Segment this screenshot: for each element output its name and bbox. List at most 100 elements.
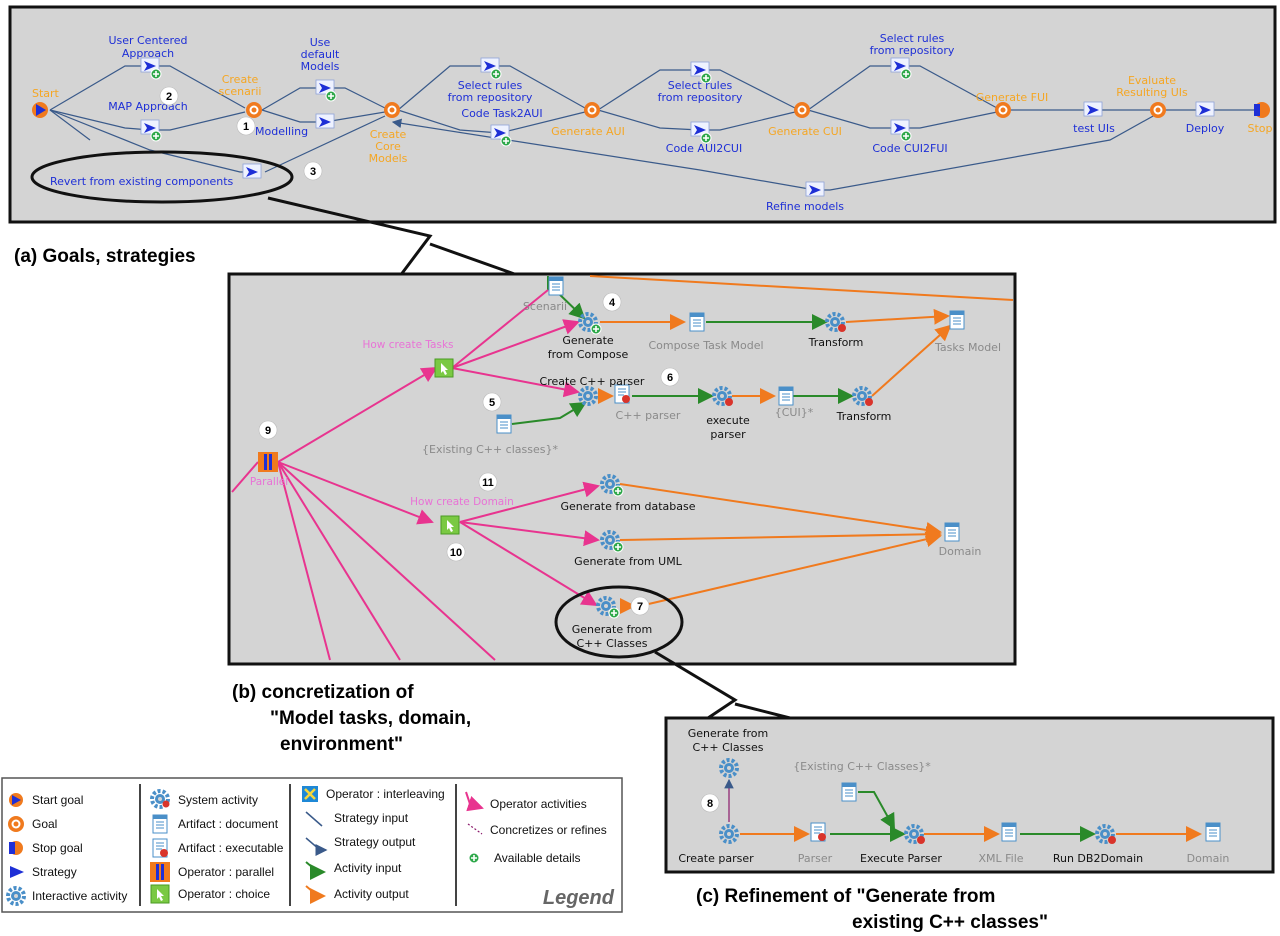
label-create-scenarii-1: Create (222, 73, 259, 86)
document-legend-icon (152, 814, 168, 834)
number-8: 8 (707, 798, 713, 810)
activity-input-links (830, 791, 1096, 842)
caption-c-1: (c) Refinement of "Generate from (696, 886, 995, 907)
number-6: 6 (667, 372, 673, 384)
legend-activity-input: Activity input (334, 861, 402, 875)
label-cui-star: {CUI}* (775, 406, 814, 419)
stop-goal-icon (1254, 102, 1270, 118)
parser-executable-icon (810, 822, 827, 842)
number-3: 3 (310, 166, 316, 178)
legend-operator-parallel: Operator : parallel (178, 865, 274, 879)
label-use-default-3: Models (301, 60, 340, 73)
goal-generate-cui-icon (794, 102, 810, 118)
callout-b-left (654, 650, 738, 720)
label-select-rules-2a: Select rules (668, 79, 733, 92)
panel-b: Scenarii How create Tasks Generate from … (227, 272, 1017, 666)
executable-legend-icon (152, 838, 169, 858)
label-approach: Approach (122, 47, 174, 60)
legend-operator-choice: Operator : choice (178, 887, 270, 901)
strategy-legend-icon (10, 866, 24, 878)
number-11: 11 (482, 477, 494, 489)
label-gen-from-1: Generate from (688, 727, 768, 740)
legend: Start goal Goal Stop goal Strategy Inter… (1, 777, 623, 913)
label-generate-compose-2: from Compose (548, 348, 629, 361)
strategy-test-uis-icon (1083, 101, 1103, 117)
label-select-rules-3b: from repository (870, 44, 955, 57)
label-domain: Domain (1187, 852, 1230, 865)
goal-create-scenarii-icon (246, 102, 262, 118)
label-select-rules-2b: from repository (658, 91, 743, 104)
number-9: 9 (265, 425, 271, 437)
label-generate-fui: Generate FUI (976, 91, 1049, 104)
details-icon (608, 607, 620, 619)
operator-links (231, 289, 600, 661)
strategy-output-legend-icon (305, 837, 328, 856)
strategy-modelling-icon (315, 113, 335, 129)
caption-c-2: existing C++ classes" (852, 912, 1048, 933)
details-icon (612, 485, 624, 497)
label-transform: Transform (808, 336, 864, 349)
label-gen-uml: Generate from UML (574, 555, 683, 568)
label-compose-task-model: Compose Task Model (648, 339, 763, 352)
number-7: 7 (637, 601, 643, 613)
legend-strategy-output: Strategy output (334, 835, 416, 849)
number-5: 5 (489, 397, 495, 409)
details-icon (900, 130, 912, 142)
legend-title: Legend (543, 887, 615, 909)
label-parallel: Parallel (250, 476, 288, 488)
label-xml-file: XML File (978, 852, 1023, 865)
legend-stop-goal: Stop goal (32, 841, 83, 855)
callout-a-right (429, 242, 521, 278)
strategy-deploy-icon (1195, 101, 1215, 117)
strategy-input-legend-icon (305, 811, 323, 827)
label-revert: Revert from existing components (50, 175, 234, 188)
details-icon (150, 68, 162, 80)
activity-input-legend-icon (305, 861, 326, 880)
label-existing: {Existing C++ Classes}* (793, 760, 931, 773)
system-mark (838, 324, 846, 332)
label-deploy: Deploy (1186, 122, 1225, 135)
label-scenarii: Scenarii (523, 300, 567, 313)
label-parser: Parser (798, 852, 833, 865)
label-select-rules-3a: Select rules (880, 32, 945, 45)
choice-legend-icon (150, 884, 170, 904)
label-stop: Stop (1247, 122, 1272, 135)
caption-b-1: (b) concretization of (232, 682, 414, 703)
details-icon (500, 135, 512, 147)
interleaving-legend-icon (302, 786, 318, 802)
label-code-cui2fui: Code CUI2FUI (872, 142, 947, 155)
label-run-db2domain: Run DB2Domain (1053, 852, 1143, 865)
concretizes-legend-icon (467, 823, 483, 835)
label-create-scenarii-2: scenarii (219, 85, 262, 98)
label-transform-2: Transform (836, 410, 892, 423)
system-mark (917, 836, 925, 844)
label-how-create-domain: How create Domain (410, 496, 514, 508)
parallel-operator-icon (258, 452, 278, 472)
panel-c-frame (664, 716, 1275, 874)
callout-a-left (267, 196, 433, 277)
how-create-domain-choice-icon (440, 515, 460, 535)
goal-legend-icon (8, 816, 24, 832)
label-generate-compose-1: Generate (562, 334, 614, 347)
legend-operator-interleaving: Operator : interleaving (326, 787, 445, 801)
label-gen-database: Generate from database (561, 500, 696, 513)
legend-artifact-document: Artifact : document (178, 817, 279, 831)
label-create-core-3: Models (369, 152, 408, 165)
number-2: 2 (166, 91, 172, 103)
domain-document-icon (1205, 822, 1221, 842)
label-execute-parser: Execute Parser (860, 852, 942, 865)
operator-activities-legend-icon (465, 791, 484, 812)
goal-create-core-models-icon (384, 102, 400, 118)
legend-operator-activities: Operator activities (490, 797, 587, 811)
label-evaluate-2: Resulting UIs (1116, 86, 1188, 99)
legend-artifact-executable: Artifact : executable (178, 841, 284, 855)
legend-goal: Goal (32, 817, 57, 831)
legend-dividers (139, 784, 457, 906)
legend-interactive-activity: Interactive activity (32, 889, 127, 903)
label-gen-cpp-2: C++ Classes (576, 637, 647, 650)
panel-c: Generate from C++ Classes {Existing C++ … (664, 716, 1275, 874)
xml-file-document-icon (1001, 822, 1017, 842)
panel-a: Start User Centered Approach MAP Approac… (8, 5, 1277, 224)
number-1: 1 (243, 121, 249, 133)
system-mark (865, 398, 873, 406)
